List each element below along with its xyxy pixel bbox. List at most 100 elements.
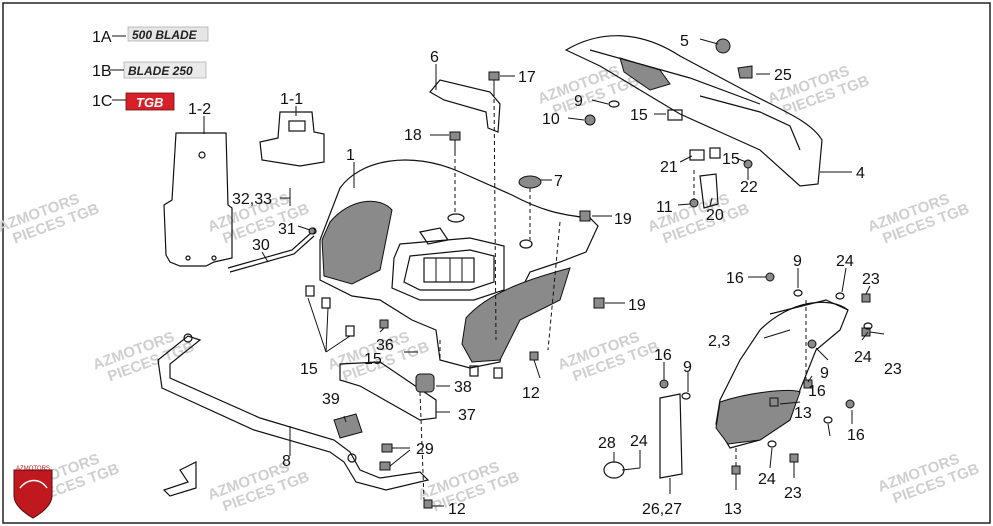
callout-12: 12 (522, 385, 540, 402)
callout-23: 23 (784, 485, 802, 502)
bolt-19-lower (593, 297, 605, 309)
callout-17: 17 (518, 69, 536, 86)
decal-tgb: TGB (125, 92, 175, 111)
callout-39: 39 (322, 391, 340, 408)
clip-25 (737, 65, 753, 79)
callout-22: 22 (740, 179, 758, 196)
callout-30: 30 (252, 237, 270, 254)
callout-12: 12 (448, 501, 466, 518)
callout-15: 15 (630, 107, 648, 124)
callout-15: 15 (300, 361, 318, 378)
callout-23: 23 (862, 271, 880, 288)
cap-7 (518, 175, 542, 189)
callout-16: 16 (726, 270, 744, 287)
bracket-37 (339, 361, 437, 421)
bolt-19-upper (579, 210, 591, 222)
fastener-12-lower (423, 499, 433, 509)
callout-7: 7 (554, 173, 563, 190)
bolt-17 (488, 71, 500, 92)
callout-1-1: 1-1 (280, 91, 303, 108)
bracket-6 (429, 79, 501, 133)
clip-21 (689, 149, 705, 161)
bolt-29-b (379, 461, 391, 471)
rod-30 (227, 231, 313, 269)
callout-38: 38 (454, 379, 472, 396)
callout-16: 16 (654, 347, 672, 364)
callout-2-3: 2,3 (708, 333, 730, 350)
bolt-11 (689, 198, 699, 208)
callout-15: 15 (722, 151, 740, 168)
callout-5: 5 (680, 33, 689, 50)
cover-1-1 (259, 111, 325, 167)
callout-15: 15 (364, 351, 382, 368)
strip-26-27 (659, 393, 683, 479)
callout-31: 31 (278, 221, 296, 238)
callout-9: 9 (793, 253, 802, 270)
rear-bar-8 (157, 333, 430, 491)
callout-24: 24 (758, 471, 776, 488)
callout-23: 23 (884, 361, 902, 378)
inner-panel-1-2 (163, 132, 233, 267)
bracket-20 (699, 173, 719, 209)
callout-18: 18 (404, 127, 422, 144)
bolt-29-a (381, 443, 393, 453)
guide-lines (419, 91, 807, 501)
bolt-18 (449, 131, 461, 152)
callout-32-33: 32,33 (232, 191, 272, 208)
callout-37: 37 (458, 407, 476, 424)
decal-1a-text: 500 BLADE (132, 28, 198, 42)
fastener-12-upper (529, 351, 539, 361)
callout-13: 13 (724, 501, 742, 518)
callout-1: 1 (346, 147, 355, 164)
callout-19: 19 (614, 211, 632, 228)
callout-20: 20 (706, 207, 724, 224)
washer-9 (608, 100, 620, 108)
callout-9: 9 (574, 93, 583, 110)
callout-13: 13 (794, 405, 812, 422)
callout-9: 9 (820, 365, 829, 382)
clip-15-top (667, 109, 683, 121)
leader-lines (110, 35, 885, 507)
hook-bracket (162, 461, 197, 497)
callout-36: 36 (376, 337, 394, 354)
callout-10: 10 (542, 111, 560, 128)
callout-24: 24 (854, 349, 872, 366)
mudguard-2-3 (715, 299, 849, 449)
knob-5 (715, 38, 731, 54)
callout-1c: 1C (92, 93, 112, 110)
grommet-31 (308, 227, 316, 235)
bolt-36 (379, 319, 389, 329)
callout-8: 8 (282, 453, 291, 470)
decal-500-blade: 500 BLADE (127, 26, 209, 42)
plug-28 (603, 461, 641, 479)
callout-16: 16 (847, 427, 865, 444)
callout-11: 11 (656, 199, 673, 216)
callout-28: 28 (598, 435, 616, 452)
callout-26-27: 26,27 (642, 501, 682, 518)
azmotors-logo: AZMOTORS (13, 466, 53, 519)
callout-24: 24 (630, 433, 648, 450)
callout-4: 4 (856, 165, 865, 182)
callout-25: 25 (774, 67, 792, 84)
nut-10 (584, 114, 596, 126)
connector-39 (333, 413, 363, 439)
rear-rack-cover-4 (564, 35, 823, 187)
callout-1b: 1B (92, 63, 112, 80)
callout-19: 19 (628, 297, 646, 314)
callout-6: 6 (430, 49, 439, 66)
decal-blade-250: BLADE 250 (123, 61, 207, 79)
clip-15-mid (709, 147, 721, 159)
damper-38 (415, 373, 435, 393)
decal-1b-text: BLADE 250 (128, 64, 193, 78)
